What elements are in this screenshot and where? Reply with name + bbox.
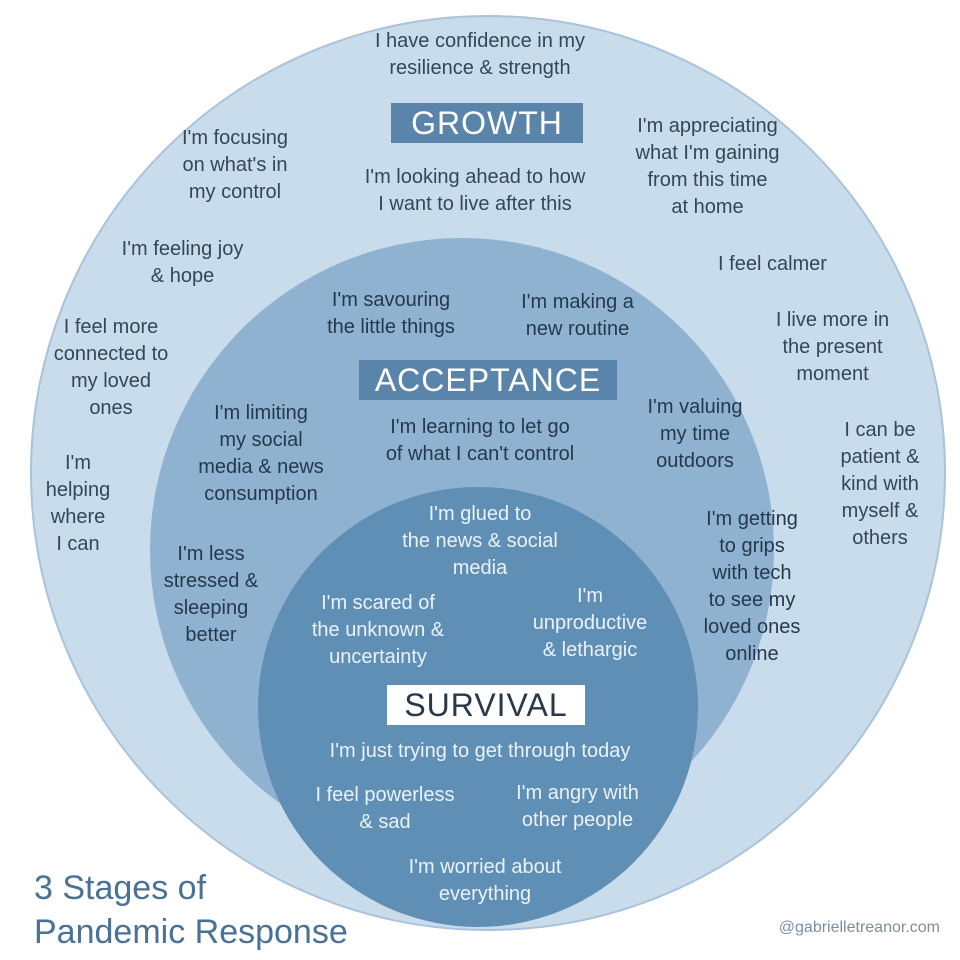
acceptance-statement: I'm learning to let go of what I can't c…	[385, 416, 575, 465]
acceptance-statement: I'm getting to grips with tech to see my…	[703, 508, 801, 665]
growth-statement: I'm focusing on what's in my control	[181, 127, 289, 203]
survival-statement: I'm glued to the news & social media	[402, 503, 558, 579]
growth-statement: I feel more connected to my loved ones	[53, 316, 169, 419]
growth-statement: I have confidence in my resilience & str…	[374, 30, 586, 79]
acceptance-statement: I'm limiting my social media & news cons…	[198, 402, 324, 505]
survival-statement: I'm just trying to get through today	[329, 740, 631, 762]
acceptance-statement: I'm making a new routine	[521, 291, 634, 340]
growth-statement: I feel calmer	[718, 253, 827, 275]
stage-label-survival: SURVIVAL	[387, 685, 585, 725]
growth-statement: I'm appreciating what I'm gaining from t…	[635, 115, 780, 218]
growth-statement: I'm feeling joy & hope	[121, 238, 244, 287]
survival-statement: I feel powerless & sad	[315, 784, 455, 833]
acceptance-statement: I'm savouring the little things	[327, 289, 455, 338]
survival-statement: I'm angry with other people	[516, 782, 639, 831]
survival-statement: I'm worried about everything	[408, 856, 562, 905]
growth-statement: I'm helping where I can	[45, 452, 111, 555]
diagram-title: 3 Stages of Pandemic Response	[34, 869, 348, 951]
stage-label-acceptance: ACCEPTANCE	[359, 360, 617, 400]
acceptance-statement: I'm less stressed & sleeping better	[163, 543, 259, 646]
growth-statement: I'm looking ahead to how I want to live …	[364, 166, 586, 215]
growth-statement: I can be patient & kind with myself & ot…	[840, 419, 920, 549]
acceptance-statement: I'm valuing my time outdoors	[647, 396, 743, 472]
stage-label-growth: GROWTH	[391, 103, 583, 143]
growth-statement: I live more in the present moment	[775, 309, 890, 385]
survival-statement: I'm scared of the unknown & uncertainty	[311, 592, 445, 668]
credit-text: @gabrielletreanor.com	[778, 919, 940, 936]
survival-statement: I'm unproductive & lethargic	[532, 585, 648, 661]
